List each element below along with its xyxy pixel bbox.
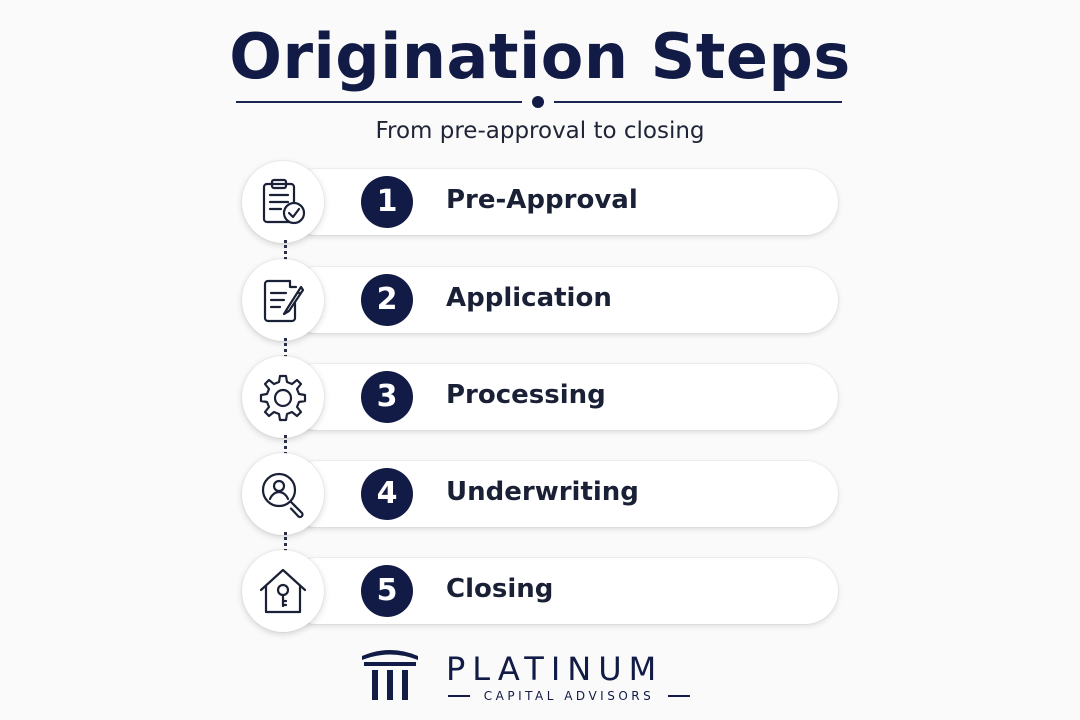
step-number: 3 <box>361 371 413 423</box>
step-label: Underwriting <box>446 477 639 507</box>
step-label: Application <box>446 283 612 313</box>
house-key-icon <box>242 550 324 632</box>
page-subtitle: From pre-approval to closing <box>375 118 705 144</box>
title-rule-dot <box>532 96 544 108</box>
step-closing: 5 Closing <box>240 550 844 632</box>
step-number: 2 <box>361 274 413 326</box>
brand-tagline-row: CAPITAL ADVISORS <box>448 686 690 706</box>
brand-tagline: CAPITAL ADVISORS <box>483 689 655 703</box>
title-rule-left <box>236 101 522 103</box>
gear-icon <box>242 356 324 438</box>
step-connector <box>284 532 287 552</box>
step-connector <box>284 240 287 260</box>
step-number: 4 <box>361 468 413 520</box>
brand-tagline-rule-left <box>448 695 470 697</box>
step-pre-approval: 1 Pre-Approval <box>240 161 844 243</box>
brand-tagline-rule-right <box>667 695 690 697</box>
title-rule-right <box>554 101 842 103</box>
person-magnifier-icon <box>242 453 324 535</box>
document-pen-icon <box>242 259 324 341</box>
pillars-icon <box>360 646 420 702</box>
step-label: Processing <box>446 380 606 410</box>
page-title: Origination Steps <box>229 20 851 93</box>
step-label: Pre-Approval <box>446 185 638 215</box>
step-connector <box>284 338 287 358</box>
step-number: 1 <box>361 176 413 228</box>
step-label: Closing <box>446 574 554 604</box>
step-underwriting: 4 Underwriting <box>240 453 844 535</box>
step-application: 2 Application <box>240 259 844 341</box>
step-connector <box>284 435 287 455</box>
step-processing: 3 Processing <box>240 356 844 438</box>
step-number: 5 <box>361 565 413 617</box>
brand-name: PLATINUM <box>446 650 664 688</box>
clipboard-check-icon <box>242 161 324 243</box>
